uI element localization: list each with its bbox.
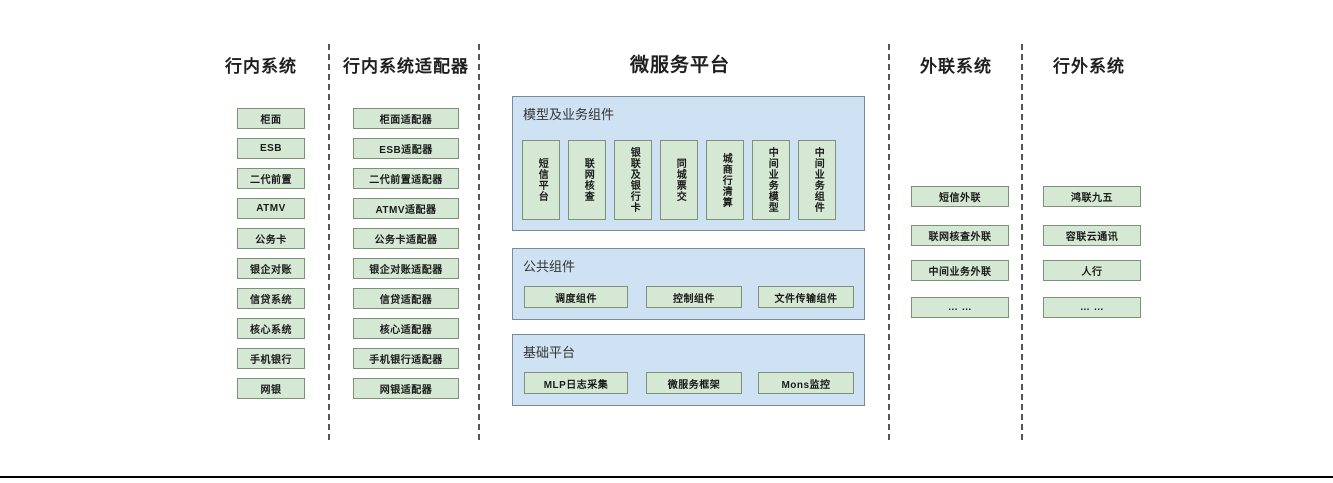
divider-3 xyxy=(888,44,890,440)
list-item[interactable]: 微服务框架 xyxy=(646,372,742,394)
list-item[interactable]: 银企对账适配器 xyxy=(353,258,459,279)
panel-infrastructure-platform: 基础平台 xyxy=(512,334,865,406)
list-item[interactable]: 公务卡适配器 xyxy=(353,228,459,249)
list-item[interactable]: 城商行清算 xyxy=(706,140,744,220)
panel-label: 模型及业务组件 xyxy=(523,107,615,122)
list-item[interactable]: 二代前置 xyxy=(237,168,305,189)
column-title-inbank-adapter: 行内系统适配器 xyxy=(343,57,469,76)
list-item[interactable]: 核心系统 xyxy=(237,318,305,339)
list-item[interactable]: 联网核查 xyxy=(568,140,606,220)
divider-2 xyxy=(478,44,480,440)
list-item[interactable]: 二代前置适配器 xyxy=(353,168,459,189)
list-item[interactable]: 手机银行 xyxy=(237,348,305,369)
panel-label: 公共组件 xyxy=(523,259,576,274)
list-item[interactable]: ESB xyxy=(237,138,305,159)
column-title-inbank: 行内系统 xyxy=(225,57,297,76)
list-item[interactable]: 控制组件 xyxy=(646,286,742,308)
list-item[interactable]: 短信平台 xyxy=(522,140,560,220)
list-item[interactable]: 公务卡 xyxy=(237,228,305,249)
list-item[interactable]: 短信外联 xyxy=(911,186,1009,207)
list-item[interactable]: 中间业务模型 xyxy=(752,140,790,220)
list-item[interactable]: 鸿联九五 xyxy=(1043,186,1141,207)
list-item[interactable]: 网银适配器 xyxy=(353,378,459,399)
list-item[interactable]: 柜面适配器 xyxy=(353,108,459,129)
list-item[interactable]: 中间业务组件 xyxy=(798,140,836,220)
list-item[interactable]: ATMV xyxy=(237,198,305,219)
list-item[interactable]: 柜面 xyxy=(237,108,305,129)
list-item[interactable]: ATMV适配器 xyxy=(353,198,459,219)
list-item[interactable]: … … xyxy=(911,297,1009,318)
list-item[interactable]: 手机银行适配器 xyxy=(353,348,459,369)
panel-common-components: 公共组件 xyxy=(512,248,865,320)
bottom-rule xyxy=(0,476,1333,478)
list-item[interactable]: 网银 xyxy=(237,378,305,399)
column-title-microservice-platform: 微服务平台 xyxy=(629,55,730,76)
column-title-external-link: 外联系统 xyxy=(920,57,992,76)
divider-4 xyxy=(1021,44,1023,440)
list-item[interactable]: 调度组件 xyxy=(524,286,628,308)
list-item[interactable]: … … xyxy=(1043,297,1141,318)
list-item[interactable]: Mons监控 xyxy=(758,372,854,394)
list-item[interactable]: 中间业务外联 xyxy=(911,260,1009,281)
list-item[interactable]: 核心适配器 xyxy=(353,318,459,339)
list-item[interactable]: 银联及银行卡 xyxy=(614,140,652,220)
list-item[interactable]: 文件传输组件 xyxy=(758,286,854,308)
panel-label: 基础平台 xyxy=(523,345,576,360)
list-item[interactable]: 信贷适配器 xyxy=(353,288,459,309)
list-item[interactable]: 同城票交 xyxy=(660,140,698,220)
divider-1 xyxy=(328,44,330,440)
list-item[interactable]: 信贷系统 xyxy=(237,288,305,309)
list-item[interactable]: 人行 xyxy=(1043,260,1141,281)
column-title-outbank: 行外系统 xyxy=(1053,57,1125,76)
list-item[interactable]: 银企对账 xyxy=(237,258,305,279)
list-item[interactable]: MLP日志采集 xyxy=(524,372,628,394)
list-item[interactable]: ESB适配器 xyxy=(353,138,459,159)
list-item[interactable]: 容联云通讯 xyxy=(1043,225,1141,246)
list-item[interactable]: 联网核查外联 xyxy=(911,225,1009,246)
